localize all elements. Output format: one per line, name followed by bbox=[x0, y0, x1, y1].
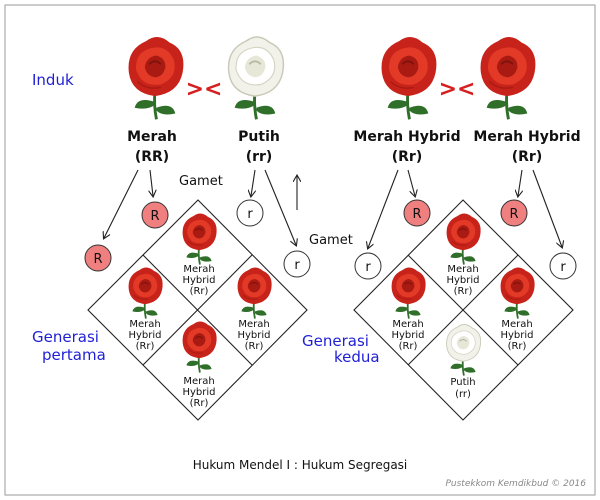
gen2-label-line2: kedua bbox=[334, 348, 380, 366]
gamete-circle-1 bbox=[84, 244, 112, 272]
gen1-cell4-l2: Hybrid bbox=[182, 387, 215, 398]
gen2-cell1-l2: Hybrid bbox=[446, 275, 479, 286]
arrow-p4-g8 bbox=[532, 169, 562, 247]
cross-symbol-right: >< bbox=[439, 77, 476, 102]
gen1-cell3-l1: Merah bbox=[238, 319, 269, 330]
arrow-p3-g5 bbox=[368, 169, 399, 248]
gen1-cell2-l1: Merah bbox=[129, 319, 160, 330]
gen1-cell1-l1: Merah bbox=[183, 264, 214, 275]
gen1-grid-line-b bbox=[142, 254, 253, 366]
gamete-circle-5 bbox=[354, 252, 382, 280]
gen2-diamond-outline bbox=[353, 199, 574, 421]
gen2-grid-line-b bbox=[407, 254, 519, 366]
gamete-arrows bbox=[104, 169, 562, 248]
gamet-label-right: Gamet bbox=[309, 233, 353, 248]
gen1-cell1-l3: (Rr) bbox=[190, 286, 209, 297]
arrow-p4-g7 bbox=[518, 169, 522, 196]
arrow-p2-g4 bbox=[264, 169, 296, 245]
gamete-circle-4 bbox=[283, 250, 311, 278]
gamete-text-7: R bbox=[509, 207, 518, 222]
gen1-cell1-l2: Hybrid bbox=[182, 275, 215, 286]
parent3-genotype: (Rr) bbox=[392, 149, 422, 165]
gen1-label-line1: Generasi bbox=[32, 328, 99, 346]
gamete-text-6: R bbox=[412, 207, 421, 222]
arrow-p1-g2 bbox=[150, 169, 153, 196]
gen1-label-line2: pertama bbox=[42, 346, 106, 364]
gamete-circle-2 bbox=[141, 201, 169, 229]
parent1-name: Merah bbox=[127, 129, 177, 145]
gamete-circles bbox=[84, 199, 577, 280]
gen2-cell1-l3: (Rr) bbox=[454, 286, 473, 297]
parent2-genotype: (rr) bbox=[246, 149, 273, 165]
gamete-text-4: r bbox=[294, 258, 300, 273]
gen2-cell4-l2: (rr) bbox=[455, 389, 471, 400]
gen2-label-line1: Generasi bbox=[302, 332, 369, 350]
gamete-text-1: R bbox=[93, 252, 102, 267]
arrow-p3-g6 bbox=[407, 169, 415, 196]
gen1-cell4-l1: Merah bbox=[183, 376, 214, 387]
gen2-cell3-l3: (Rr) bbox=[508, 341, 527, 352]
induk-label: Induk bbox=[32, 71, 74, 89]
cross-symbol-left: >< bbox=[186, 77, 223, 102]
gamete-circle-8 bbox=[549, 252, 577, 280]
gen1-diamond-outline bbox=[87, 199, 308, 421]
gen1-cell3-l2: Hybrid bbox=[237, 330, 270, 341]
gen2-cell1-l1: Merah bbox=[447, 264, 478, 275]
gen1-punnett-grid bbox=[87, 199, 308, 421]
gamete-circle-7 bbox=[500, 199, 528, 227]
parent3-name: Merah Hybrid bbox=[353, 129, 460, 145]
gen2-cell4-l1: Putih bbox=[450, 377, 475, 388]
parent4-name: Merah Hybrid bbox=[473, 129, 580, 145]
gamete-text-2: R bbox=[150, 209, 159, 224]
credit-text: Pustekkom Kemdikbud © 2016 bbox=[445, 479, 586, 489]
gen2-cell2-l1: Merah bbox=[392, 319, 423, 330]
arrow-p2-g3 bbox=[251, 169, 255, 196]
gamete-text-8: r bbox=[560, 260, 566, 275]
gamete-circle-6 bbox=[403, 199, 431, 227]
gen1-cell2-l3: (Rr) bbox=[136, 341, 155, 352]
parent2-name: Putih bbox=[238, 129, 280, 145]
diagram-caption: Hukum Mendel I : Hukum Segregasi bbox=[193, 458, 408, 472]
parent4-genotype: (Rr) bbox=[512, 149, 542, 165]
gen1-cell4-l3: (Rr) bbox=[190, 398, 209, 409]
arrow-p1-g1 bbox=[104, 169, 139, 238]
gamete-text-3: r bbox=[247, 207, 253, 222]
gen2-cell3-l2: Hybrid bbox=[500, 330, 533, 341]
gen2-cell2-l2: Hybrid bbox=[391, 330, 424, 341]
gen2-punnett-grid bbox=[353, 199, 574, 421]
gamete-circle-3 bbox=[236, 199, 264, 227]
gen1-cell3-l3: (Rr) bbox=[245, 341, 264, 352]
gen2-cell3-l1: Merah bbox=[501, 319, 532, 330]
gen2-cell2-l3: (Rr) bbox=[399, 341, 418, 352]
gen1-cell2-l2: Hybrid bbox=[128, 330, 161, 341]
gamete-text-5: r bbox=[365, 260, 371, 275]
gamet-label-left: Gamet bbox=[179, 174, 223, 189]
parent1-genotype: (RR) bbox=[135, 149, 169, 165]
